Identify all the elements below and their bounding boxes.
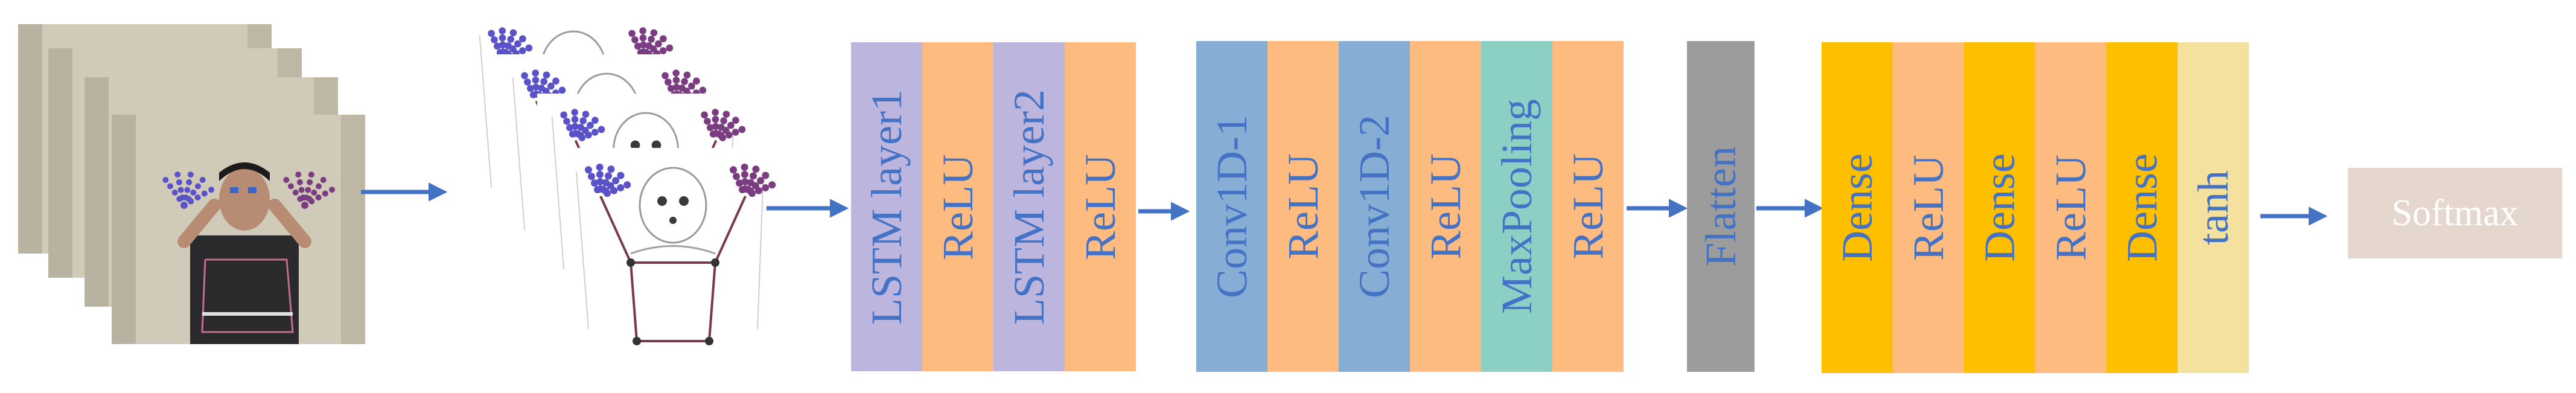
- relu-label: ReLU: [1904, 155, 1953, 261]
- conv1d-2-block: Conv1D-2: [1339, 41, 1410, 372]
- relu-block-5: ReLU: [1552, 41, 1624, 372]
- relu-label: ReLU: [2047, 155, 2095, 261]
- relu-label: ReLU: [1421, 153, 1470, 260]
- conv1d-1-label: Conv1D-1: [1208, 115, 1256, 298]
- lstm-layer2-block: LSTM layer2: [993, 42, 1065, 371]
- relu-block-7: ReLU: [2035, 42, 2106, 373]
- tanh-label: tanh: [2189, 170, 2237, 245]
- relu-label: ReLU: [1564, 153, 1612, 260]
- flatten-label: Flatten: [1697, 146, 1745, 267]
- tanh-block: tanh: [2178, 42, 2249, 373]
- dense-block-3: Dense: [2106, 42, 2178, 373]
- relu-label: ReLU: [1076, 153, 1124, 260]
- dense-label: Dense: [1975, 153, 2024, 262]
- flatten-block: Flatten: [1687, 41, 1755, 372]
- relu-label: ReLU: [934, 153, 982, 260]
- lstm-layer1-label: LSTM layer1: [862, 89, 911, 325]
- relu-block-2: ReLU: [1065, 42, 1136, 371]
- lstm-layer1-block: LSTM layer1: [851, 42, 922, 371]
- relu-label: ReLU: [1279, 153, 1327, 260]
- lstm-layer2-label: LSTM layer2: [1005, 89, 1053, 325]
- conv1d-2-label: Conv1D-2: [1350, 115, 1398, 298]
- pose-sketch: [564, 148, 782, 353]
- dense-label: Dense: [2118, 153, 2166, 262]
- conv1d-1-block: Conv1D-1: [1196, 41, 1267, 372]
- video-frames-stack: [18, 24, 380, 344]
- dense-label: Dense: [1833, 153, 1881, 262]
- softmax-label: Softmax: [2391, 193, 2519, 234]
- relu-block-6: ReLU: [1893, 42, 1964, 373]
- relu-block-3: ReLU: [1267, 41, 1339, 372]
- relu-block-4: ReLU: [1410, 41, 1481, 372]
- maxpooling-block: MaxPooling: [1481, 41, 1552, 372]
- maxpooling-label: MaxPooling: [1493, 98, 1541, 315]
- pose-keypoint-sketch-stack: [465, 12, 785, 356]
- dense-block-2: Dense: [1964, 42, 2035, 373]
- video-frame: [112, 115, 365, 344]
- relu-block-1: ReLU: [922, 42, 993, 371]
- dense-block-1: Dense: [1822, 42, 1893, 373]
- softmax-block: Softmax: [2348, 168, 2562, 258]
